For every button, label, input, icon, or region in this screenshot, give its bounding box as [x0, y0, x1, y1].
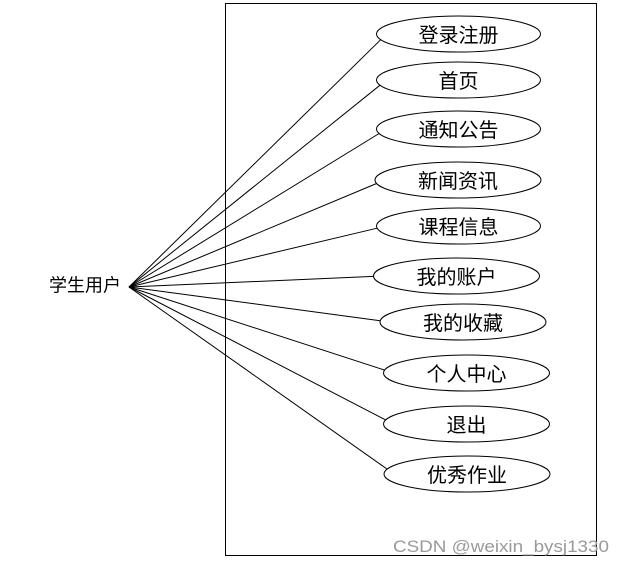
association-line-5: [128, 227, 378, 288]
use-case-ellipse: [376, 207, 541, 245]
use-case-ellipse: [374, 161, 542, 199]
use-case-label: 课程信息: [419, 215, 499, 239]
use-case-label: 优秀作业: [427, 463, 507, 487]
use-case-notices: 通知公告: [376, 110, 541, 148]
actor-label: 学生用户: [49, 276, 121, 297]
use-case-my-account: 我的账户: [373, 257, 540, 295]
association-line-9: [128, 286, 386, 421]
association-line-3: [128, 133, 380, 288]
use-case-logout: 退出: [383, 405, 550, 443]
association-line-7: [128, 286, 381, 322]
use-case-label: 新闻资讯: [418, 169, 498, 193]
use-case-label: 个人中心: [427, 362, 507, 386]
association-line-6: [128, 275, 374, 288]
use-case-home: 首页: [376, 61, 541, 99]
system-boundary: [225, 3, 597, 556]
use-case-ellipse: [379, 303, 547, 341]
use-case-ellipse: [376, 61, 541, 99]
use-case-ellipse: [383, 455, 551, 493]
use-case-excellent-homework: 优秀作业: [383, 455, 551, 493]
use-case-label: 退出: [447, 413, 487, 437]
use-case-course-info: 课程信息: [376, 207, 541, 245]
use-case-label: 首页: [439, 69, 479, 93]
association-lines: [128, 39, 388, 470]
use-case-label: 通知公告: [419, 118, 499, 142]
association-line-8: [128, 286, 385, 371]
use-case-ellipse: [376, 15, 541, 53]
use-case-label: 我的收藏: [423, 311, 503, 335]
use-case-ellipse: [373, 257, 540, 295]
use-case-login-register: 登录注册: [376, 15, 541, 53]
use-case-ellipse: [383, 354, 550, 392]
use-case-news: 新闻资讯: [374, 161, 542, 199]
association-line-1: [128, 39, 382, 288]
use-case-ellipse: [376, 110, 541, 148]
association-line-4: [128, 183, 377, 288]
association-line-2: [128, 84, 381, 288]
use-case-label: 登录注册: [419, 23, 499, 47]
use-case-personal-center: 个人中心: [383, 354, 550, 392]
use-case-label: 我的账户: [417, 265, 497, 289]
association-line-10: [128, 286, 388, 470]
watermark: CSDN @weixin_bysj1330: [393, 537, 609, 556]
use-case-my-favorites: 我的收藏: [379, 303, 547, 341]
use-case-ellipse: [383, 405, 550, 443]
